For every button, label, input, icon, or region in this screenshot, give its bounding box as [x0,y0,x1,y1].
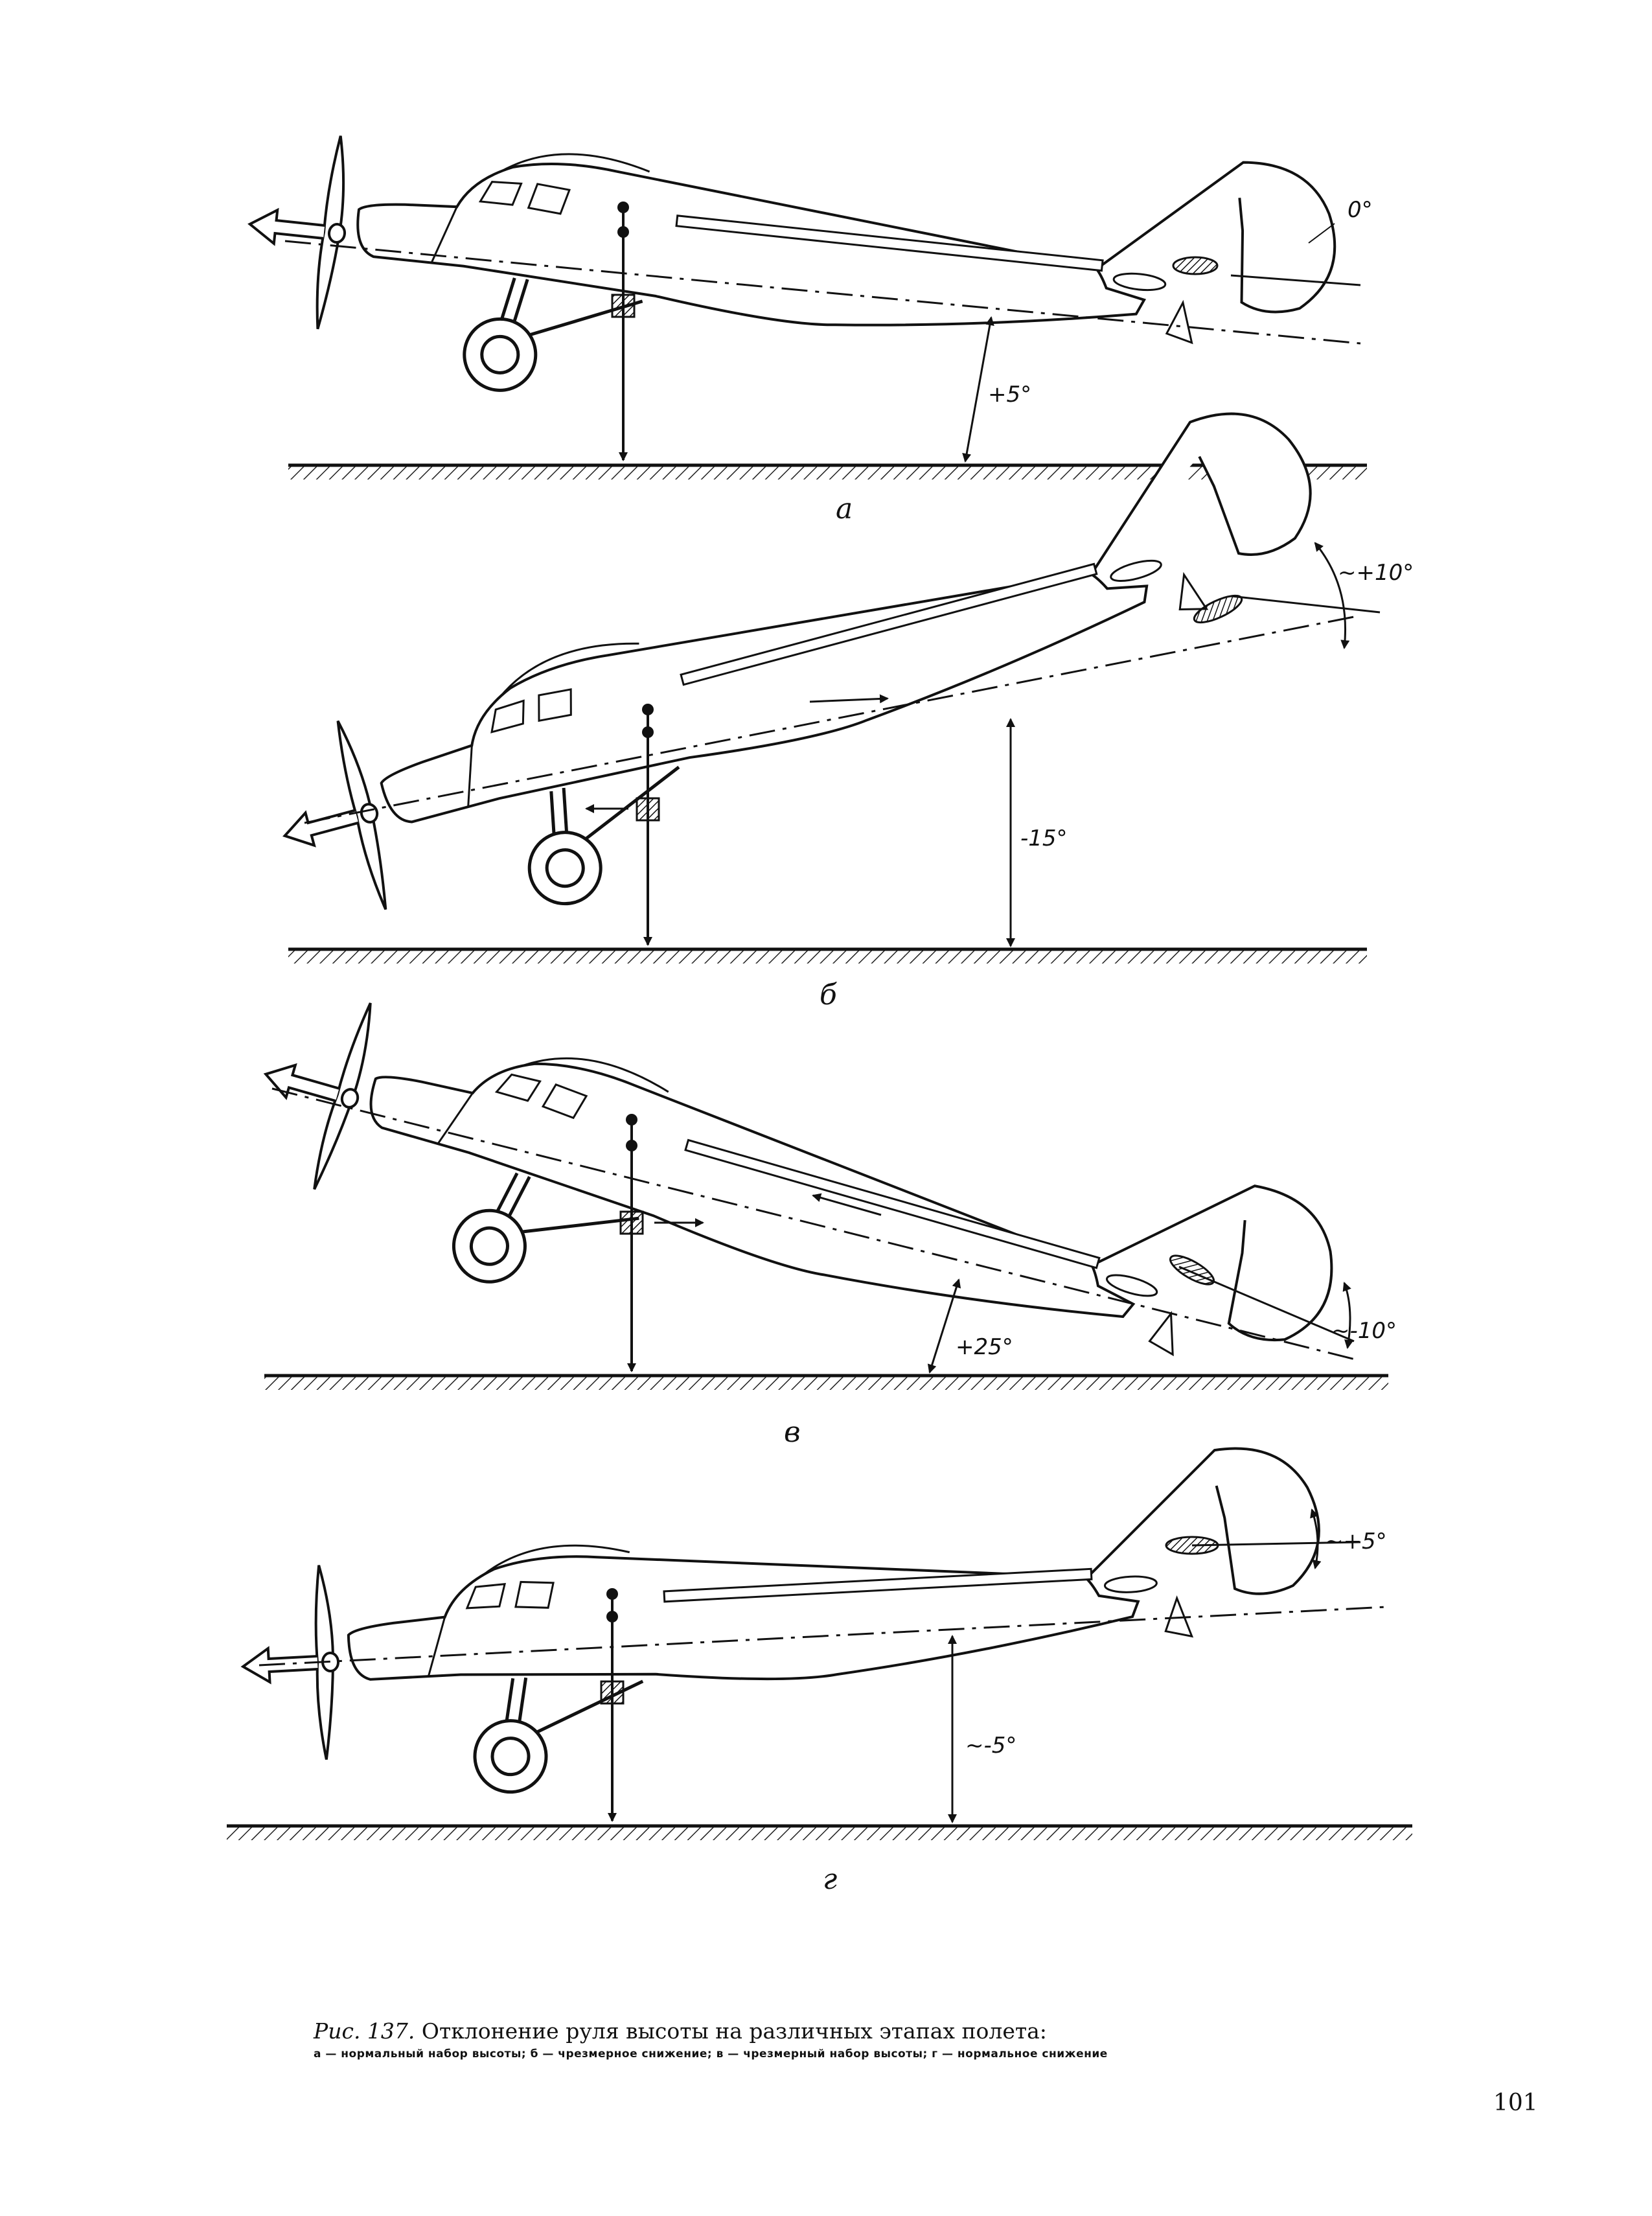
figure-title: Отклонение руля высоты на различных этап… [421,2018,1047,2044]
pitch-label-b: -15° [1020,825,1068,851]
panel-b: -15° ~+10° б [242,395,1414,1011]
pitch-label-d: ~-5° [965,1733,1016,1759]
panel-d: ~-5° ~+5° г [227,1444,1412,1896]
figure-legend: а — нормальный набор высоты; б — чрезмер… [314,2048,1108,2060]
figure-caption: Рис. 137. Отклонение руля высоты на разл… [314,2018,1480,2044]
pitch-label-c: +25° [956,1334,1013,1360]
elevator-label-d: ~+5° [1325,1529,1387,1554]
panel-letter-a: а [836,492,853,525]
panel-letter-c: в [784,1416,801,1449]
panel-letter-d: г [823,1863,837,1896]
page-number: 101 [1493,2090,1538,2116]
figure-number: Рис. 137. [314,2018,415,2044]
panel-a: +5° 0° а [235,59,1373,525]
panel-letter-b: б [820,978,837,1011]
elevator-label-b: ~+10° [1338,560,1414,586]
elevator-label-c: ~-10° [1331,1318,1397,1344]
pitch-label-a: +5° [988,382,1031,408]
panel-c: +25° ~-10° в [227,915,1397,1506]
elevator-label-a: 0° [1348,197,1373,223]
